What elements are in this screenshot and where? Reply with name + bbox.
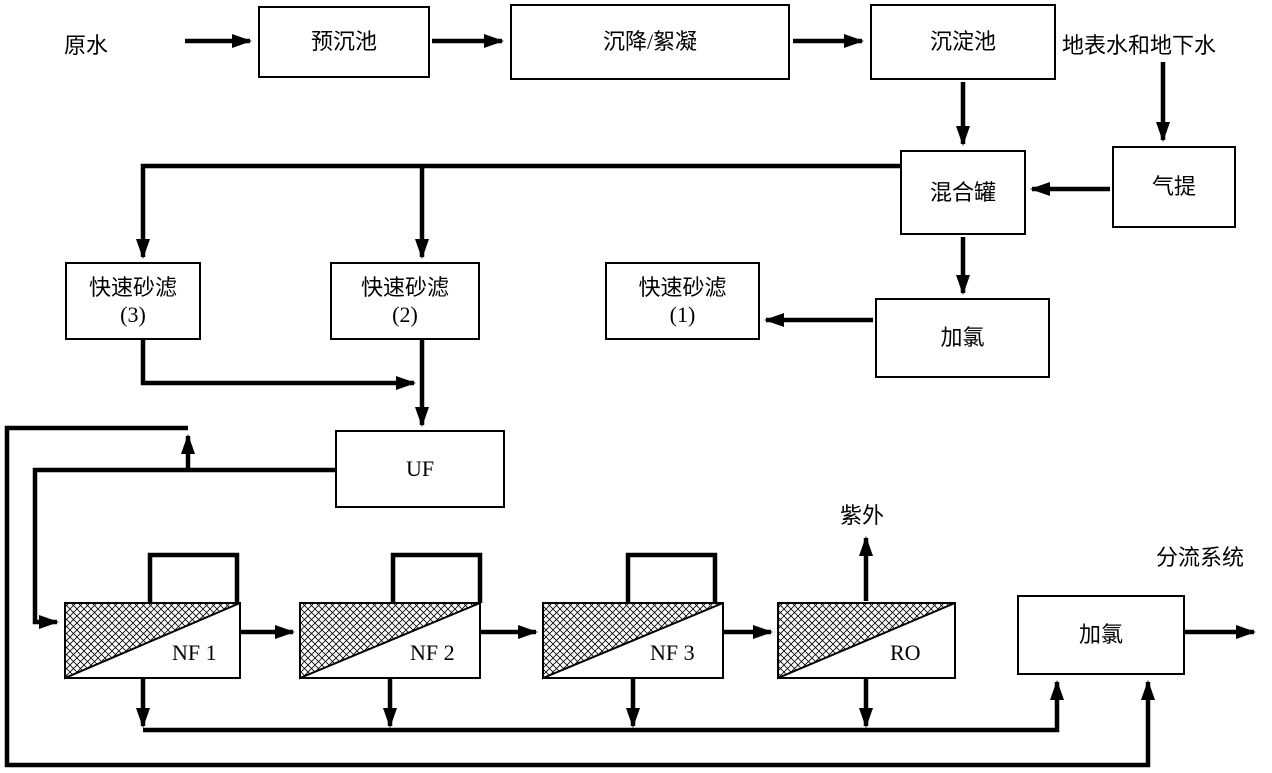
membrane-units <box>64 602 956 680</box>
node-sedimentation-label: 沉淀池 <box>929 29 996 55</box>
node-uf: UF <box>335 430 505 508</box>
ro-unit <box>777 602 956 680</box>
edge-rsf3-merge <box>140 340 416 390</box>
node-flocculation-label: 沉降/絮凝 <box>602 29 698 55</box>
node-rsf2-label: 快速砂滤 <box>360 274 449 300</box>
node-rsf2-number: (2) <box>392 302 418 327</box>
node-chlorination-bottom: 加氯 <box>1017 595 1185 675</box>
node-pre-sedimentation: 预沉池 <box>258 6 430 78</box>
node-air-stripping-label: 气提 <box>1151 174 1196 200</box>
node-nf1-label: NF 1 <box>172 640 217 665</box>
node-nf2-label: NF 2 <box>410 640 455 665</box>
loop-nf2-recycle <box>390 552 483 603</box>
uv-label: 紫外 <box>840 503 885 528</box>
node-rapid-sand-filter-2: 快速砂滤 (2) <box>330 262 480 340</box>
node-nf3-label: NF 3 <box>650 640 695 665</box>
node-pre-sedimentation-label: 预沉池 <box>310 29 377 55</box>
node-rsf1-number: (1) <box>669 302 696 327</box>
edge-bypass-loop <box>4 425 1155 768</box>
node-mixing-tank-label: 混合罐 <box>929 179 996 205</box>
loop-nf3-recycle <box>625 552 718 603</box>
node-chlorination-top-label: 加氯 <box>940 325 985 351</box>
node-rsf3-label: 快速砂滤 <box>88 274 177 300</box>
nf3-unit <box>542 602 724 680</box>
node-chlorination-top: 加氯 <box>875 298 1050 378</box>
surface-and-ground-water-label: 地表水和地下水 <box>1062 33 1217 58</box>
split-system-label: 分流系统 <box>1156 545 1245 570</box>
loop-nf1-recycle <box>147 552 240 603</box>
edge-mixing-to-rsf3 <box>136 163 900 259</box>
nf2-unit <box>299 602 481 680</box>
node-mixing-tank: 混合罐 <box>900 150 1026 235</box>
node-chlorination-bottom-label: 加氯 <box>1078 622 1123 648</box>
raw-water-label: 原水 <box>64 33 109 58</box>
node-rsf1-label: 快速砂滤 <box>638 274 727 300</box>
edge-collection-to-chlorination <box>143 680 1064 733</box>
node-sedimentation: 沉淀池 <box>870 4 1056 80</box>
node-ro-label: RO <box>890 640 921 665</box>
nf1-unit <box>64 602 241 680</box>
node-flocculation: 沉降/絮凝 <box>510 4 790 80</box>
node-uf-label: UF <box>405 456 435 482</box>
edge-uf-to-nf1 <box>32 467 335 629</box>
node-air-stripping: 气提 <box>1112 146 1236 228</box>
node-rsf3-number: (3) <box>120 302 146 327</box>
node-rapid-sand-filter-1: 快速砂滤 (1) <box>605 262 760 340</box>
node-rapid-sand-filter-3: 快速砂滤 (3) <box>65 262 201 340</box>
